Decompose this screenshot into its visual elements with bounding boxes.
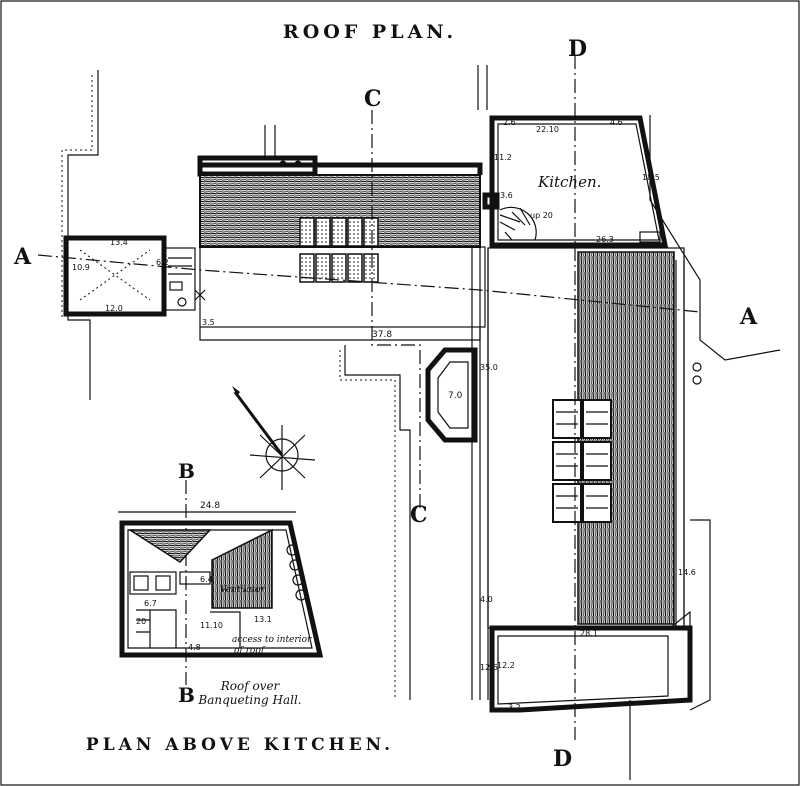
dim-6-7: 6.7 [144, 599, 157, 608]
main-roof-block [197, 125, 486, 341]
dim-6-2: 6.2 [156, 258, 169, 267]
dim-35-0: 35.0 [480, 363, 498, 372]
kitchen-label: Kitchen. [537, 173, 601, 191]
plan-above-kitchen [118, 511, 324, 658]
section-lines [37, 55, 701, 740]
section-c-top: C [364, 86, 382, 112]
dim-3-6: 3.6 [500, 191, 513, 200]
roof-over-label: Roof over [220, 679, 281, 693]
stair-up-label: up 20 [530, 211, 553, 220]
dim-11-10: 11.10 [200, 621, 223, 630]
dim-4-0: 4.0 [480, 595, 493, 604]
skylights-lower [552, 399, 612, 523]
dim-7-0: 7.0 [448, 391, 463, 401]
dim-13-1: 13.1 [254, 615, 272, 624]
dim-22-10: 22.10 [536, 125, 559, 134]
section-a-right: A [739, 304, 758, 330]
dim-3-2: 3.2 [508, 703, 521, 712]
neighbouring-outlines [61, 65, 781, 780]
dim-12-6: 12.6 [480, 663, 498, 672]
dim-28-1: 28.1 [580, 629, 598, 638]
dim-10-9: 10.9 [72, 263, 90, 272]
banqueting-hall-label: Banqueting Hall. [197, 693, 301, 707]
section-b-top: B [178, 459, 195, 483]
ventilator-label: Ventilator [220, 585, 266, 595]
lower-kitchen-room [489, 610, 693, 713]
dim-14-6: 14.6 [678, 568, 696, 577]
section-a-left: A [13, 244, 32, 270]
dim-3-5: 3.5 [202, 318, 215, 327]
left-small-room [63, 235, 206, 317]
dim-11-2: 11.2 [494, 153, 512, 162]
dim-2-6: 2.6 [503, 118, 516, 127]
dim-13-4: 13.4 [110, 238, 128, 247]
section-c-bottom: C [410, 502, 428, 528]
section-d-top: D [568, 36, 587, 62]
section-b-bottom: B [178, 683, 195, 707]
north-arrow-icon [232, 386, 316, 490]
dimensions: 13.4 10.9 12.0 6.2 37.8 3.5 7.0 35.0 2.6… [72, 118, 696, 712]
dim-26-3: 26.3 [596, 235, 614, 244]
dim-12-2: 12.2 [497, 661, 515, 670]
dim-20: 20 [136, 617, 146, 626]
dim-4-6: 4.6 [610, 118, 623, 127]
dim-18-5: 18.5 [642, 173, 660, 182]
dim-4-8: 4.8 [188, 643, 201, 652]
plan-above-kitchen-title: PLAN ABOVE KITCHEN. [86, 735, 394, 755]
access-label: access to interior [232, 635, 312, 645]
access-label-2: of roof [234, 646, 266, 656]
dim-24-8: 24.8 [200, 501, 220, 511]
banqueting-hall-roof [425, 247, 702, 700]
dim-12-0: 12.0 [105, 304, 123, 313]
section-d-bottom: D [553, 746, 572, 772]
kitchen-block [482, 115, 669, 248]
skylights-upper [299, 217, 379, 283]
roof-plan-title: ROOF PLAN. [283, 21, 457, 43]
dim-37-8: 37.8 [372, 330, 392, 340]
dim-6-4: 6.4 [200, 575, 213, 584]
